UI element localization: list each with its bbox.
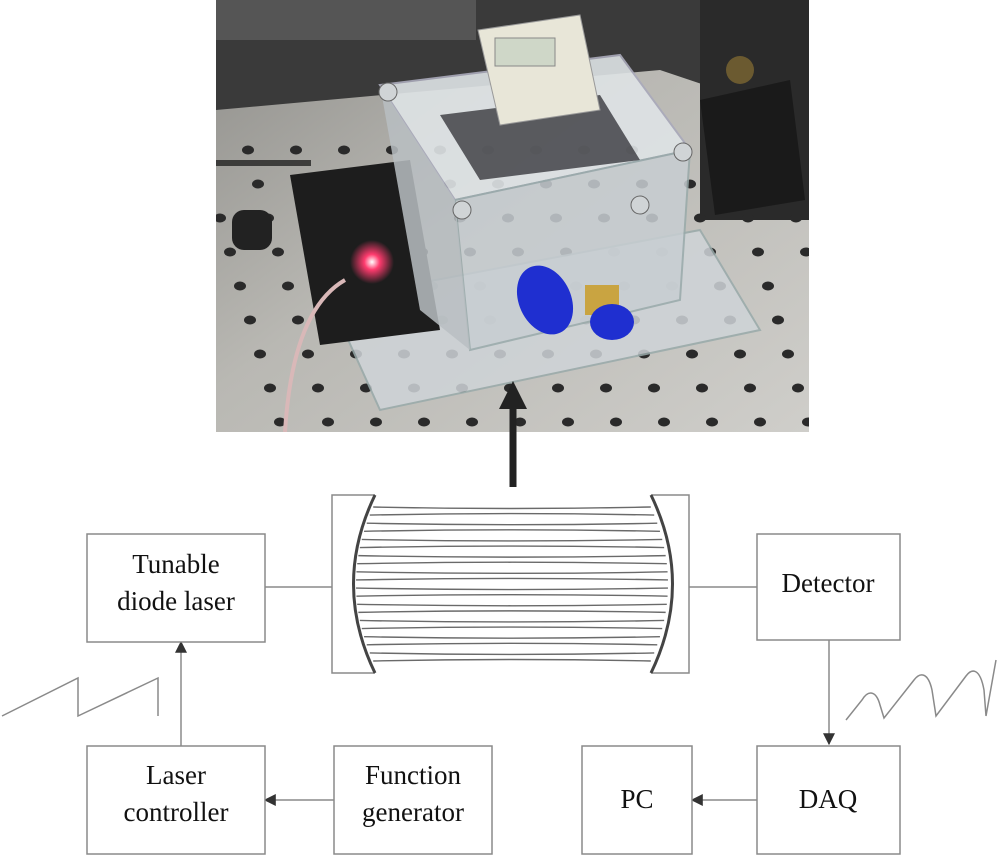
function-generator-label-1: Function [365,760,462,790]
table-hole [782,349,794,359]
beam-pass [369,512,655,516]
table-hole [800,247,809,257]
table-hole [706,417,718,427]
table-hole [338,145,350,155]
beam-passes [356,506,668,662]
function-generator-label-2: generator [362,797,464,827]
tunable-diode-laser-box: Tunable diode laser [86,533,266,643]
table-hole [754,417,766,427]
beam-pass [358,554,666,558]
laser-controller-label-1: Laser [146,760,206,790]
table-hole [752,247,764,257]
beam-pass [357,603,667,607]
function-generator-box: Function generator [333,745,493,855]
daq-box: DAQ [756,745,901,855]
table-hole [802,417,809,427]
table-hole [242,145,254,155]
table-hole [274,417,286,427]
table-hole [466,417,478,427]
detector-box: Detector [756,533,901,641]
table-hole [504,383,516,393]
table-hole [610,417,622,427]
detector-label: Detector [782,568,875,598]
table-hole [290,145,302,155]
beam-pass [357,561,667,565]
table-hole [282,281,294,291]
table-hole [312,383,324,393]
table-hole [234,281,246,291]
table-hole [762,281,774,291]
beam-pass [356,571,668,575]
beam-pass [364,529,660,533]
beam-pass [356,593,668,597]
tunable-diode-laser-label-1: Tunable [132,549,220,579]
beam-pass [361,626,663,630]
table-hole [694,213,706,223]
beam-pass [359,619,665,623]
beam-pass [373,506,651,510]
table-hole [514,417,526,427]
beam-pass [361,538,663,542]
table-hole [600,383,612,393]
table-hole [272,247,284,257]
beam-pass [366,642,658,646]
beam-pass [359,545,665,549]
table-hole [216,213,226,223]
beam-pass [356,577,668,581]
table-hole [658,417,670,427]
table-hole [742,213,754,223]
sawtooth-waveform [1,676,159,718]
gas-cell-photo [216,0,809,432]
daq-label: DAQ [799,784,858,814]
table-hole [418,417,430,427]
absorption-waveform [845,659,997,721]
table-hole [292,315,304,325]
laser-controller-box: Laser controller [86,745,266,855]
beam-pass [358,610,666,614]
beam-pass [366,522,658,526]
table-hole [254,349,266,359]
table-hole [322,417,334,427]
pc-label: PC [620,784,653,814]
table-hole [648,383,660,393]
table-hole [790,213,802,223]
tunable-diode-laser-label-2: diode laser [117,586,235,616]
table-hole [562,417,574,427]
table-hole [552,383,564,393]
table-hole [244,315,256,325]
table-hole [772,315,784,325]
beam-pass [373,658,651,662]
table-hole [302,349,314,359]
beam-pass [369,652,655,656]
table-hole [264,383,276,393]
table-hole [686,349,698,359]
multipass-cell [331,494,690,674]
pc-box: PC [581,745,693,855]
table-hole [370,417,382,427]
table-hole [792,383,804,393]
table-hole [744,383,756,393]
table-hole [696,383,708,393]
table-hole [224,247,236,257]
beam-pass [356,587,668,591]
table-hole [252,179,264,189]
beam-pass [364,635,660,639]
laser-controller-label-2: controller [124,797,229,827]
table-hole [734,349,746,359]
